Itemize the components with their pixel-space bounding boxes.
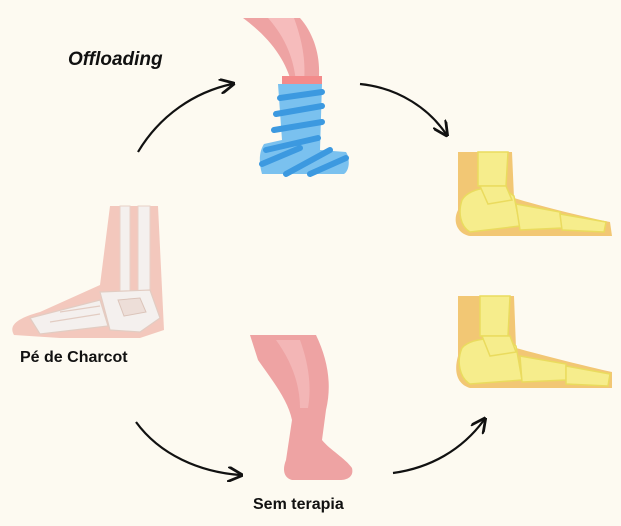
no-therapy-label: Sem terapia	[253, 496, 344, 514]
charcot-foot-label: Pé de Charcot	[20, 349, 128, 367]
bare-leg-icon	[250, 335, 352, 480]
arrow-to-collapsed-foot	[393, 420, 484, 473]
arrow-to-healed-foot	[360, 84, 446, 134]
healed-foot-bones-icon	[456, 152, 612, 236]
arrow-to-no-therapy	[136, 422, 240, 475]
collapsed-foot-bones-icon	[456, 296, 612, 388]
arrow-to-offloading	[138, 84, 232, 152]
charcot-foot-xray-icon	[12, 206, 164, 338]
offloading-label: Offloading	[68, 49, 163, 71]
leg-with-cast-icon	[243, 18, 349, 174]
